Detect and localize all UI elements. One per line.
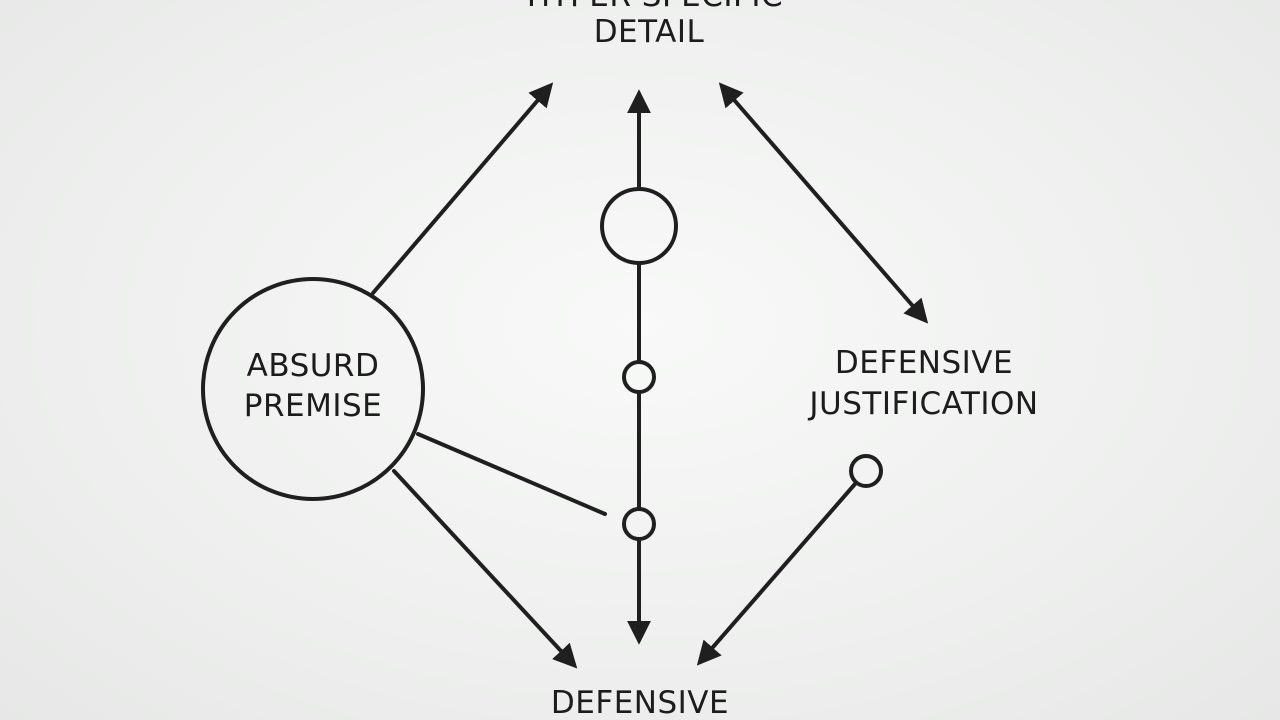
edge-premise-to-bottom <box>392 469 578 669</box>
absurd-premise-node <box>201 277 425 501</box>
detail-label: DETAIL <box>593 14 705 50</box>
justification-node <box>849 454 883 488</box>
absurd-premise-label-line2: PREMISE <box>243 388 383 424</box>
edge-premise-to-center-node <box>416 432 607 516</box>
defensive-bottom-label: DEFENSIVE <box>550 685 730 720</box>
edge-premise-to-detail <box>371 82 554 295</box>
edge-justification-to-bottom <box>696 482 857 666</box>
central-node-small-upper <box>622 360 656 394</box>
absurd-premise-label-line1: ABSURD <box>246 348 380 384</box>
defensive-justification-label-line1: DEFENSIVE <box>834 345 1014 381</box>
central-node-small-lower <box>622 507 656 541</box>
edge-detail-justification <box>718 82 929 324</box>
central-node-large <box>600 187 678 265</box>
defensive-justification-label-line2: JUSTIFICATION <box>809 386 1039 422</box>
detail-heading-partial: HYPER-SPECIFIC <box>500 0 810 16</box>
